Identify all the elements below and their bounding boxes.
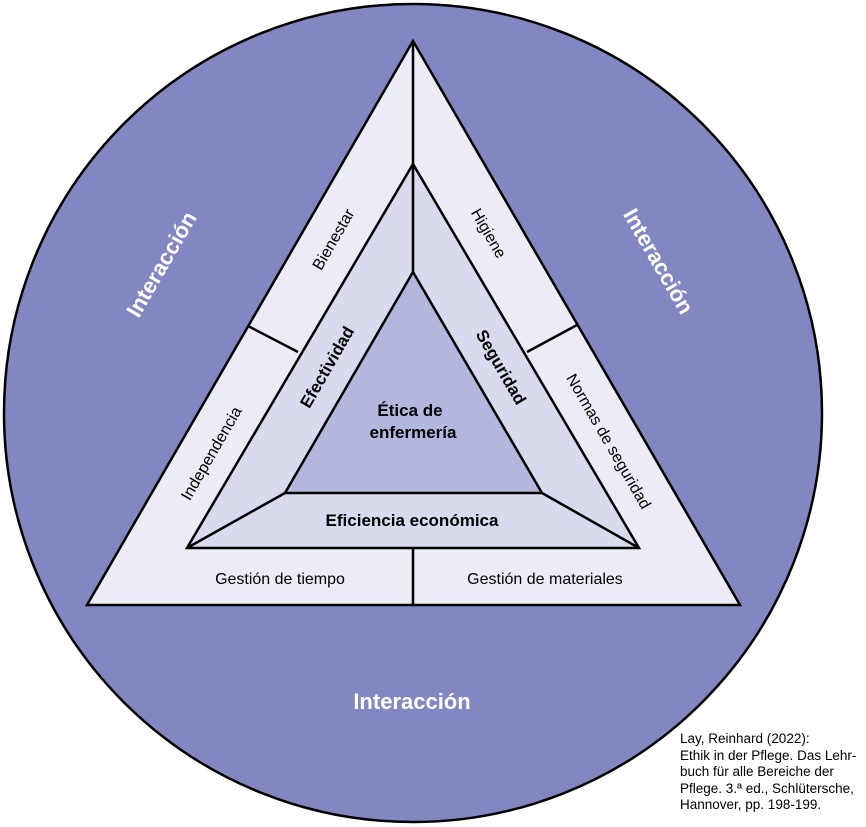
left-core-corner-divider (186, 491, 286, 550)
core-label-line2: enfermería (370, 423, 457, 442)
label-gestion-de-materiales: Gestión de materiales (467, 571, 623, 588)
left-band-divider (247, 324, 299, 354)
right-band-divider (526, 323, 578, 354)
right-core-corner-divider (541, 491, 640, 550)
source-citation: Lay, Reinhard (2022): Ethik in der Pfleg… (680, 731, 857, 812)
core-label-line1: Ética de (377, 401, 442, 420)
interaction-label-bottom: Interacción (353, 689, 470, 714)
label-eficiencia-economica: Eficiencia económica (326, 511, 499, 530)
core-triangle (282, 269, 545, 495)
label-gestion-de-tiempo: Gestión de tiempo (215, 571, 345, 588)
